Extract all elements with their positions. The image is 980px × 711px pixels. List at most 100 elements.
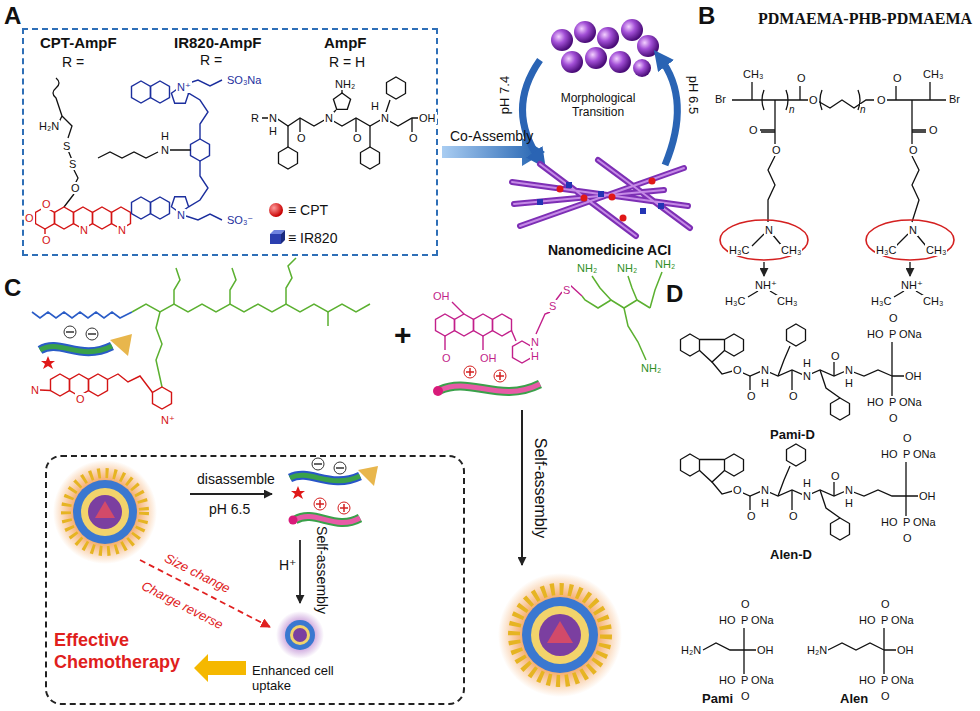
atom-label: ONa <box>898 396 923 408</box>
micelle-small <box>293 628 307 642</box>
atom-label: O <box>24 212 35 224</box>
compound-name: Pami-D <box>770 428 815 443</box>
transition-arrows <box>660 58 677 165</box>
camptothecin-rings <box>55 207 74 229</box>
atom-label: CH₃ <box>922 68 944 80</box>
atom-label: P <box>902 516 911 528</box>
atom-label: OH <box>479 352 498 364</box>
alkyl-chain <box>32 312 132 318</box>
caption-text: H⁺ <box>279 557 297 573</box>
released-chains <box>289 458 379 525</box>
atom-label: O <box>880 598 891 610</box>
nanofibers <box>537 199 543 205</box>
cationic-cartoon <box>464 366 476 378</box>
cationic-cartoon <box>433 386 443 396</box>
atom-label: Br <box>714 93 727 105</box>
ir820-structure <box>151 81 170 103</box>
alkyl-chain <box>32 312 132 318</box>
micelle-box <box>53 460 157 564</box>
dashed-group-box: disassemblepH 6.5H⁺Self-assemblySize cha… <box>45 455 465 705</box>
atom-label: SO₃Na <box>226 74 262 86</box>
released-chains <box>316 500 324 508</box>
atom-label: S <box>68 158 77 170</box>
peptide-chain <box>132 258 370 387</box>
ir820-structure <box>191 139 210 161</box>
caption-text: Enhanced cell uptake <box>252 664 347 694</box>
atom-label: H <box>760 497 770 509</box>
micelle-large <box>514 589 606 681</box>
caption-text: Self-assembly <box>314 526 330 614</box>
lysine-chain <box>582 296 650 308</box>
released-chains <box>290 475 360 481</box>
nanofibers <box>512 160 690 236</box>
atom-label: HO <box>718 674 737 686</box>
released-chains <box>312 458 324 470</box>
atom-label: O <box>408 132 419 144</box>
atom-label: NH₂ <box>640 362 662 374</box>
atom-label: O <box>796 72 807 84</box>
doxorubicin <box>493 314 512 336</box>
bisphosphonate-bonds <box>828 643 884 650</box>
atom-label: SO₃⁻ <box>226 214 254 226</box>
atom-label: O <box>732 484 743 496</box>
peptide-bisphosphonate <box>700 340 725 363</box>
lysine-chain <box>582 272 662 360</box>
cationic-cartoon <box>440 384 540 391</box>
atom-label: O <box>746 510 757 522</box>
atom-label: H <box>802 357 812 369</box>
micelle-box <box>66 473 144 551</box>
rhodamine-dye <box>89 374 108 396</box>
nanoparticles <box>621 19 643 41</box>
legend-icons <box>269 203 285 244</box>
transition-arrows <box>523 60 541 160</box>
atom-label: R <box>250 112 260 124</box>
released-chains <box>289 516 298 525</box>
atom-label: N <box>760 364 770 376</box>
atom-label: OH <box>918 490 937 502</box>
nanofibers <box>512 160 690 236</box>
ampf-structure <box>387 77 406 99</box>
bisphosphonate-bonds <box>892 342 904 396</box>
compound-name: CPT-AmpF <box>40 34 117 51</box>
atom-label: P <box>888 396 897 408</box>
atom-label: N <box>268 112 278 124</box>
nanoparticles <box>551 19 659 77</box>
caption-text: ≡ CPT <box>288 202 328 218</box>
ampf-structure <box>262 77 420 169</box>
atom-label: H₃C <box>724 295 746 307</box>
nanofibers <box>537 182 664 214</box>
atom-label: NH₂ <box>334 78 356 90</box>
released-chains <box>358 466 378 486</box>
atom-label: O <box>771 144 782 156</box>
atom-label: CH₃ <box>780 244 802 256</box>
atom-label: ONa <box>750 674 775 686</box>
panel-letter: A <box>4 2 21 30</box>
atom-label: H <box>844 497 854 509</box>
atom-label: H₂N <box>38 120 60 132</box>
atom-label: O <box>732 364 743 376</box>
atom-label: ONa <box>750 614 775 626</box>
atom-label: O <box>441 352 452 364</box>
atom-label: P <box>888 328 897 340</box>
atom-label: NH⁺ <box>900 279 924 291</box>
doxorubicin <box>455 314 474 336</box>
released-chains <box>314 498 326 510</box>
atom-label: H <box>530 350 540 362</box>
nanofibers <box>557 178 656 222</box>
repeat-index: n <box>789 104 795 115</box>
atom-label: H <box>760 377 770 389</box>
released-chains <box>336 467 344 469</box>
nanofibers <box>640 208 646 214</box>
atom-label: N <box>176 209 186 221</box>
nanofibers <box>598 191 604 197</box>
caption-text: pH 6.5 <box>209 501 250 517</box>
atom-label: CH₃ <box>922 295 944 307</box>
nanofibers <box>620 215 627 222</box>
atom-label: O <box>830 350 841 362</box>
micelle-box <box>95 501 115 518</box>
atom-label: NH⁺ <box>754 279 778 291</box>
atom-label: HO <box>866 396 885 408</box>
atom-label: H₃C <box>870 295 892 307</box>
amine-highlight <box>866 220 954 260</box>
rhodamine-dye <box>40 374 172 409</box>
